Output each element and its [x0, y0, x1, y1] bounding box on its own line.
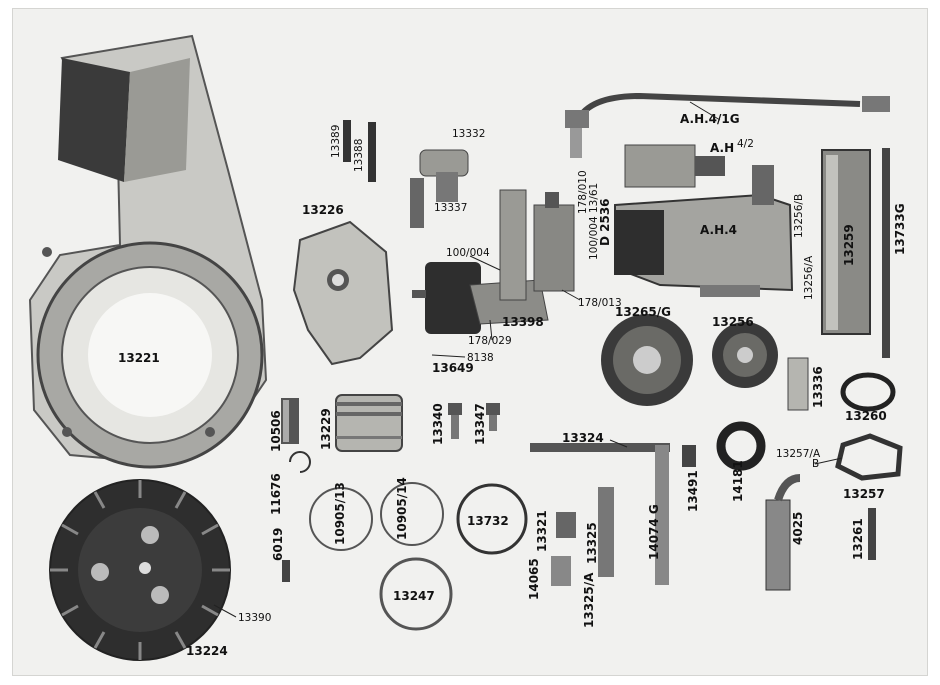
part-number-label: 13226 [302, 203, 344, 217]
studs [448, 403, 500, 439]
fan-shroud [28, 34, 268, 469]
part-number-label: 13491 [686, 470, 700, 512]
part-number-label: 13733G [893, 203, 907, 255]
part-number-label: 13649 [432, 361, 474, 375]
cover-13226 [292, 220, 394, 366]
part-number-label: 13347 [473, 403, 487, 445]
ring-10905-13 [309, 487, 373, 551]
part-number-label: 13261 [851, 518, 865, 560]
part-number-label: 100/004 [446, 247, 490, 259]
piston [335, 394, 403, 452]
ring-13732 [456, 483, 528, 555]
part-number-label: 13257 [843, 487, 885, 501]
ring-10905-14 [380, 482, 444, 546]
plug-4025 [765, 474, 801, 591]
part-number-label: 13265/G [615, 305, 671, 319]
part-number-label: 13389 [330, 125, 342, 158]
pin-13389 [343, 120, 351, 162]
part-number-label: 13229 [319, 408, 333, 450]
fuel-pipe [565, 92, 890, 158]
part-labels: 13221 13224 13390 6019 10506 11676 13229… [118, 112, 907, 658]
bush-spring-pin [551, 487, 614, 586]
gear-13265g [601, 314, 693, 406]
part-number-label: 178/013 [578, 297, 622, 309]
part-number-label: 10905/14 [395, 477, 409, 540]
part-number-label: 13732 [467, 514, 509, 528]
gasket-13260 [840, 372, 896, 412]
part-number-label: 13321 [535, 510, 549, 552]
part-number-label: 13224 [186, 644, 228, 658]
part-number-label: 13247 [393, 589, 435, 603]
part-number-label: 13388 [353, 139, 365, 172]
part-number-label: 13337 [434, 202, 467, 214]
rod-13733g [882, 148, 890, 358]
lever-13324 [530, 443, 696, 585]
part-number-label: 13336 [811, 366, 825, 408]
part-number-label: 13260 [845, 409, 887, 423]
part-number-label: 13256 [712, 315, 754, 329]
flywheel-key [282, 560, 290, 582]
part-number-label: 100/004 13/61 [588, 183, 600, 260]
part-number-label: 13257/A [776, 448, 821, 460]
part-number-label: 14181 [731, 460, 745, 502]
leader-lines [213, 101, 843, 618]
plate-13336 [787, 357, 809, 411]
part-number-label: D 2536 [598, 198, 612, 246]
part-number-label: 13325/A [582, 572, 596, 628]
elbow-13337 [410, 149, 469, 228]
part-number-label: 178/029 [468, 335, 512, 347]
magneto [614, 144, 794, 297]
circlip [289, 451, 311, 473]
part-number-label: 10905/13 [333, 482, 347, 545]
washer-14181 [716, 421, 766, 471]
part-number-label: 13256/B [793, 194, 805, 238]
part-number-label: 13325 [585, 522, 599, 564]
part-number-label: 8138 [467, 352, 494, 364]
part-number-label: 13324 [562, 431, 604, 445]
gasket-13257 [835, 433, 903, 481]
part-number-label: 6019 [271, 528, 285, 561]
part-number-label: 4/2 [737, 138, 754, 150]
pin-13261 [868, 508, 876, 560]
part-number-label: 4025 [791, 512, 805, 545]
part-number-label: 13221 [118, 351, 160, 365]
carburettor [412, 189, 575, 334]
part-number-label: A.H [710, 141, 734, 155]
part-number-label: A.H.4 [700, 223, 737, 237]
part-number-label: 13259 [842, 224, 856, 266]
part-number-label: 13398 [502, 315, 544, 329]
gear-13256 [712, 322, 778, 388]
part-number-label: A.H.4/1G [680, 112, 740, 126]
part-number-label: 13332 [452, 128, 485, 140]
part-number-label: 11676 [269, 473, 283, 515]
flywheel [49, 479, 231, 661]
part-number-label: 13340 [431, 403, 445, 445]
part-number-label: 14074 G [647, 504, 661, 560]
part-number-label: 13256/A [803, 255, 815, 300]
part-number-label: 14065 [527, 558, 541, 600]
part-number-label: 178/010 [577, 170, 589, 214]
part-number-label: 13390 [238, 612, 271, 624]
ring-13247 [379, 557, 453, 631]
pin-13388 [368, 122, 376, 182]
part-number-label: 10506 [269, 410, 283, 452]
